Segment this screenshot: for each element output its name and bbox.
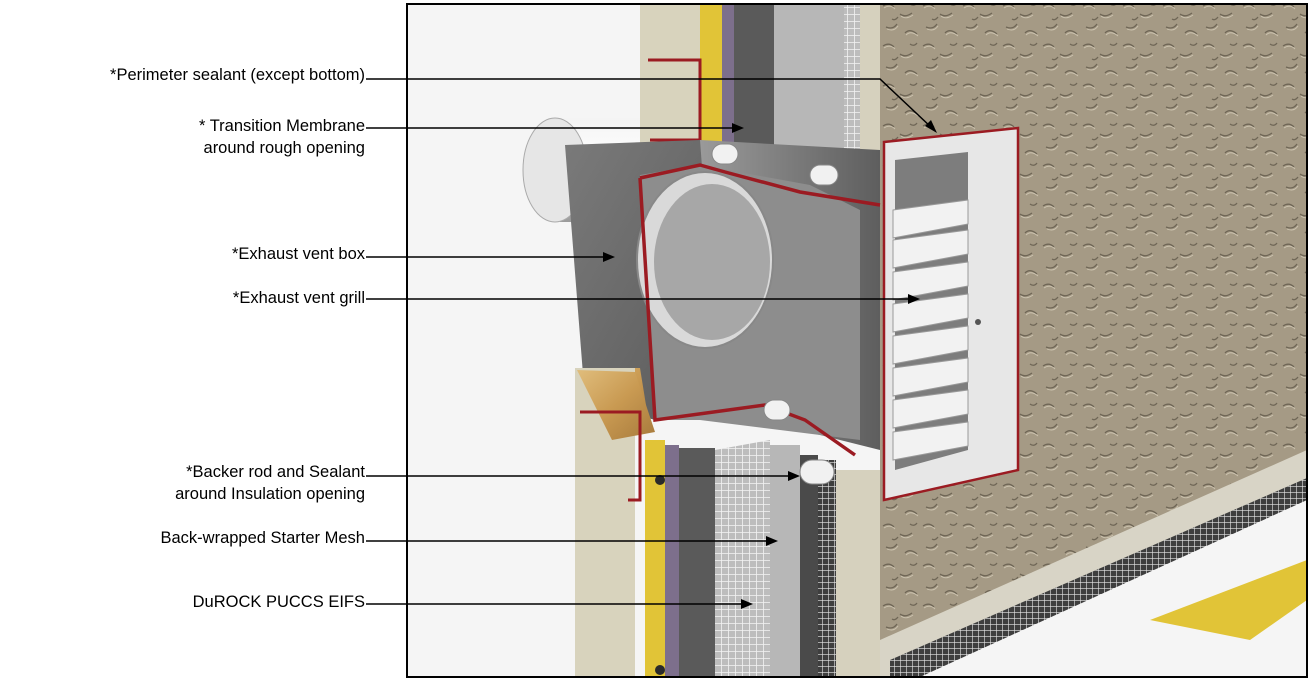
callout-perimeter-sealant: *Perimeter sealant (except bottom) <box>110 64 365 86</box>
callout-exhaust-vent-box: *Exhaust vent box <box>232 243 365 265</box>
backer-rod-upper-right <box>809 164 839 186</box>
lower-insulation-yellow <box>645 440 665 677</box>
bottom-mesh-strip <box>890 478 1307 677</box>
callout-transition-membrane: * Transition Membrane around rough openi… <box>199 115 365 159</box>
fastener <box>655 475 665 485</box>
callout-exhaust-vent-grill: *Exhaust vent grill <box>233 287 365 309</box>
callout-backer-rod-line2: around Insulation opening <box>175 485 365 503</box>
lower-mesh <box>818 460 836 677</box>
lower-base-coat <box>800 455 818 677</box>
callout-exhaust-vent-grill-text: *Exhaust vent grill <box>232 289 365 307</box>
callout-eifs: DuROCK PUCCS EIFS <box>193 591 365 613</box>
lower-lamina <box>770 445 800 677</box>
vent-grill-louvers <box>892 199 969 461</box>
grill-screw <box>975 319 981 325</box>
upper-track <box>648 58 702 142</box>
illustration-frame <box>406 3 1308 678</box>
box-top-sealant <box>639 163 881 207</box>
callout-transition-membrane-line2: around rough opening <box>203 139 365 157</box>
callout-starter-mesh-text: Back-wrapped Starter Mesh <box>160 529 365 547</box>
callout-eifs-text: DuROCK PUCCS EIFS <box>192 593 365 611</box>
bottom-yellow-strip <box>1150 560 1307 640</box>
backer-rod-lower <box>763 399 791 421</box>
callout-perimeter-sealant-text: *Perimeter sealant (except bottom) <box>110 66 365 84</box>
callout-exhaust-vent-box-text: *Exhaust vent box <box>232 245 365 263</box>
callout-starter-mesh: Back-wrapped Starter Mesh <box>160 527 365 549</box>
callout-transition-membrane-line1: * Transition Membrane <box>199 117 365 135</box>
leader-arrowheads <box>603 120 937 609</box>
callout-backer-rod: *Backer rod and Sealant around Insulatio… <box>175 461 365 505</box>
lower-track <box>580 410 642 502</box>
callout-backer-rod-line1: *Backer rod and Sealant <box>186 463 365 481</box>
backer-rod-lower-right <box>799 459 835 485</box>
leader-lines <box>366 78 933 605</box>
lower-membrane <box>665 445 679 677</box>
lower-eps-board <box>679 448 715 677</box>
starter-mesh <box>715 440 770 677</box>
upper-finish-coat <box>860 4 880 164</box>
lower-finish-coat <box>836 470 880 677</box>
backer-rod-upper <box>711 143 739 165</box>
upper-insulation-yellow <box>700 4 722 144</box>
upper-membrane <box>722 4 734 144</box>
